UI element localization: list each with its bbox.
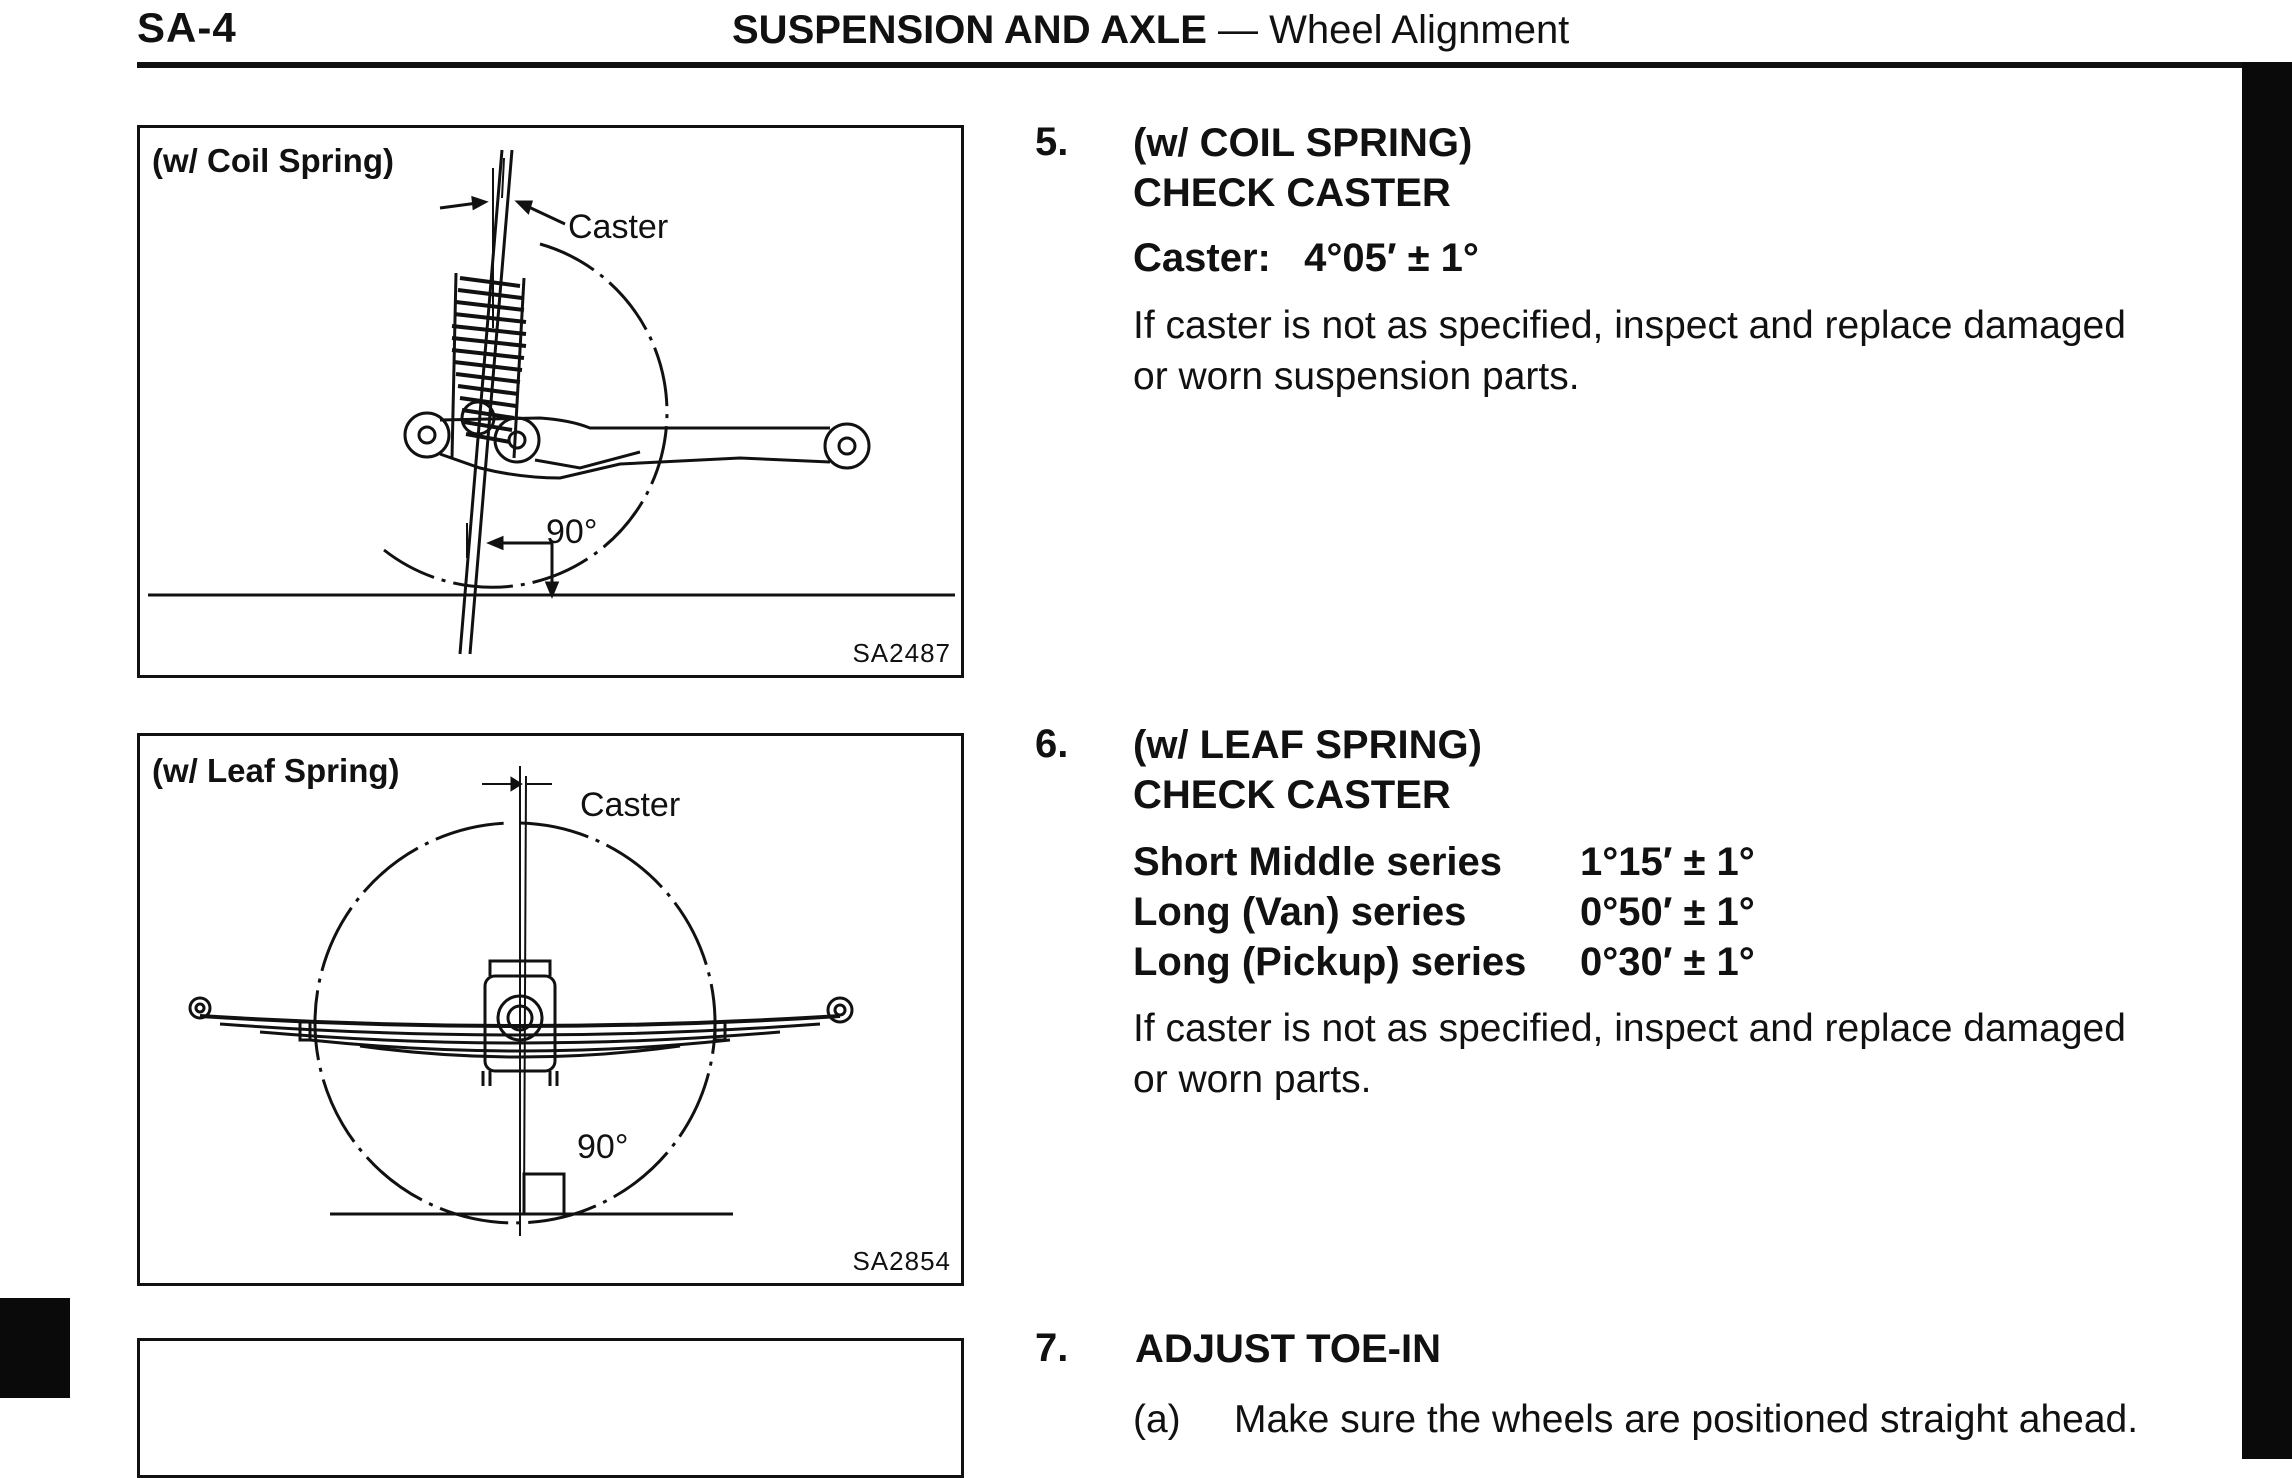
step-body: If caster is not as specified, inspect a… xyxy=(1133,1003,2126,1105)
page-edge-strip xyxy=(2242,62,2292,1459)
spec-value: 0°50′ ± 1° xyxy=(1580,890,1755,934)
figure-toe-in xyxy=(137,1338,964,1478)
section-title: SUSPENSION AND AXLE xyxy=(732,8,1207,52)
step-body: If caster is not as specified, inspect a… xyxy=(1133,300,2126,402)
step-title-line: CHECK CASTER xyxy=(1133,171,1451,215)
figure-tag: (w/ Leaf Spring) xyxy=(152,752,400,789)
step-title-line: CHECK CASTER xyxy=(1133,773,1451,817)
figure-coil-spring: (w/ Coil Spring) Caster 90° SA2487 xyxy=(137,125,964,678)
step-number: 5. xyxy=(1035,120,1069,164)
step-title: ADJUST TOE-IN xyxy=(1135,1327,1441,1371)
body-line: If caster is not as specified, inspect a… xyxy=(1133,304,2126,347)
caster-label: Caster xyxy=(580,786,681,824)
step-title-line: (w/ LEAF SPRING) xyxy=(1133,723,1482,767)
body-line: or worn suspension parts. xyxy=(1133,355,1580,398)
side-index-tab xyxy=(0,1298,70,1398)
page-header-title: SUSPENSION AND AXLE — Wheel Alignment xyxy=(732,8,1569,53)
subsection-title: Wheel Alignment xyxy=(1269,8,1570,52)
coil-spring-caster-diagram xyxy=(148,149,955,655)
leaf-spring-caster-diagram xyxy=(188,766,854,1236)
step-title: (w/ COIL SPRING) CHECK CASTER xyxy=(1133,118,1472,218)
step-number: 6. xyxy=(1035,722,1069,766)
substep-label: (a) xyxy=(1133,1398,1181,1441)
spec-label: Short Middle series xyxy=(1133,840,1502,884)
spec-value: 0°30′ ± 1° xyxy=(1580,940,1755,984)
step-title: (w/ LEAF SPRING) CHECK CASTER xyxy=(1133,720,1482,820)
spec-value: Caster: 4°05′ ± 1° xyxy=(1133,236,1479,280)
header-dash: — xyxy=(1218,8,1259,52)
figure-tag: (w/ Coil Spring) xyxy=(152,142,394,179)
caster-label: Caster xyxy=(568,208,669,246)
step-number: 7. xyxy=(1035,1326,1069,1370)
figure-id: SA2487 xyxy=(852,638,951,668)
spec-value: 1°15′ ± 1° xyxy=(1580,840,1755,884)
page-number: SA-4 xyxy=(137,4,237,51)
substep-text: Make sure the wheels are positioned stra… xyxy=(1234,1398,2139,1441)
spec-label: Long (Pickup) series xyxy=(1133,940,1527,984)
body-line: or worn parts. xyxy=(1133,1058,1372,1101)
angle-label: 90° xyxy=(577,1128,629,1166)
angle-label: 90° xyxy=(546,513,598,551)
figure-leaf-spring: (w/ Leaf Spring) Caster 90° SA2854 xyxy=(137,733,964,1286)
spec-label: Long (Van) series xyxy=(1133,890,1467,934)
step-title-line: (w/ COIL SPRING) xyxy=(1133,121,1473,165)
header-rule xyxy=(137,62,2247,68)
body-line: If caster is not as specified, inspect a… xyxy=(1133,1007,2126,1050)
figure-id: SA2854 xyxy=(852,1246,951,1276)
